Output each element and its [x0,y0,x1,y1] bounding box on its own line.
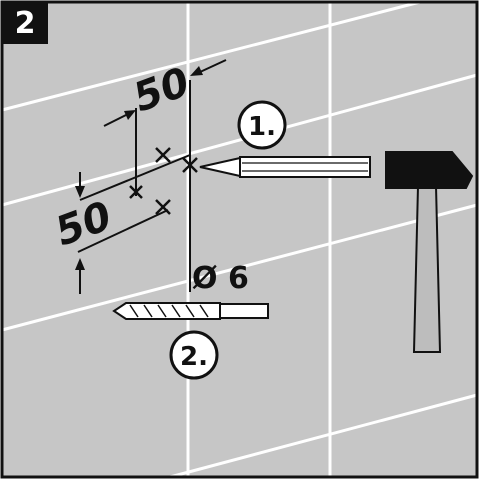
step-1-callout: 1. [237,100,287,150]
step-2-label: 2. [180,342,208,372]
drill-mark-top-right [155,147,171,163]
dimension-lines [77,80,191,292]
drill-mark-center [182,157,198,173]
step-number: 2 [15,6,36,41]
drill-marks [129,147,198,215]
drill-bit-icon [112,302,269,320]
step-1-label: 1. [248,112,276,142]
horizontal-dimension-arrows [103,59,227,127]
center-punch-icon [199,156,371,178]
hammer-icon [385,151,474,353]
drill-mark-bottom [155,199,171,215]
step-2-callout: 2. [169,330,219,380]
vertical-dimension-arrows [75,172,85,294]
drill-mark-top-left [129,185,143,199]
drill-diameter-label: Ø 6 [192,261,249,296]
step-badge: 2 [2,2,48,44]
